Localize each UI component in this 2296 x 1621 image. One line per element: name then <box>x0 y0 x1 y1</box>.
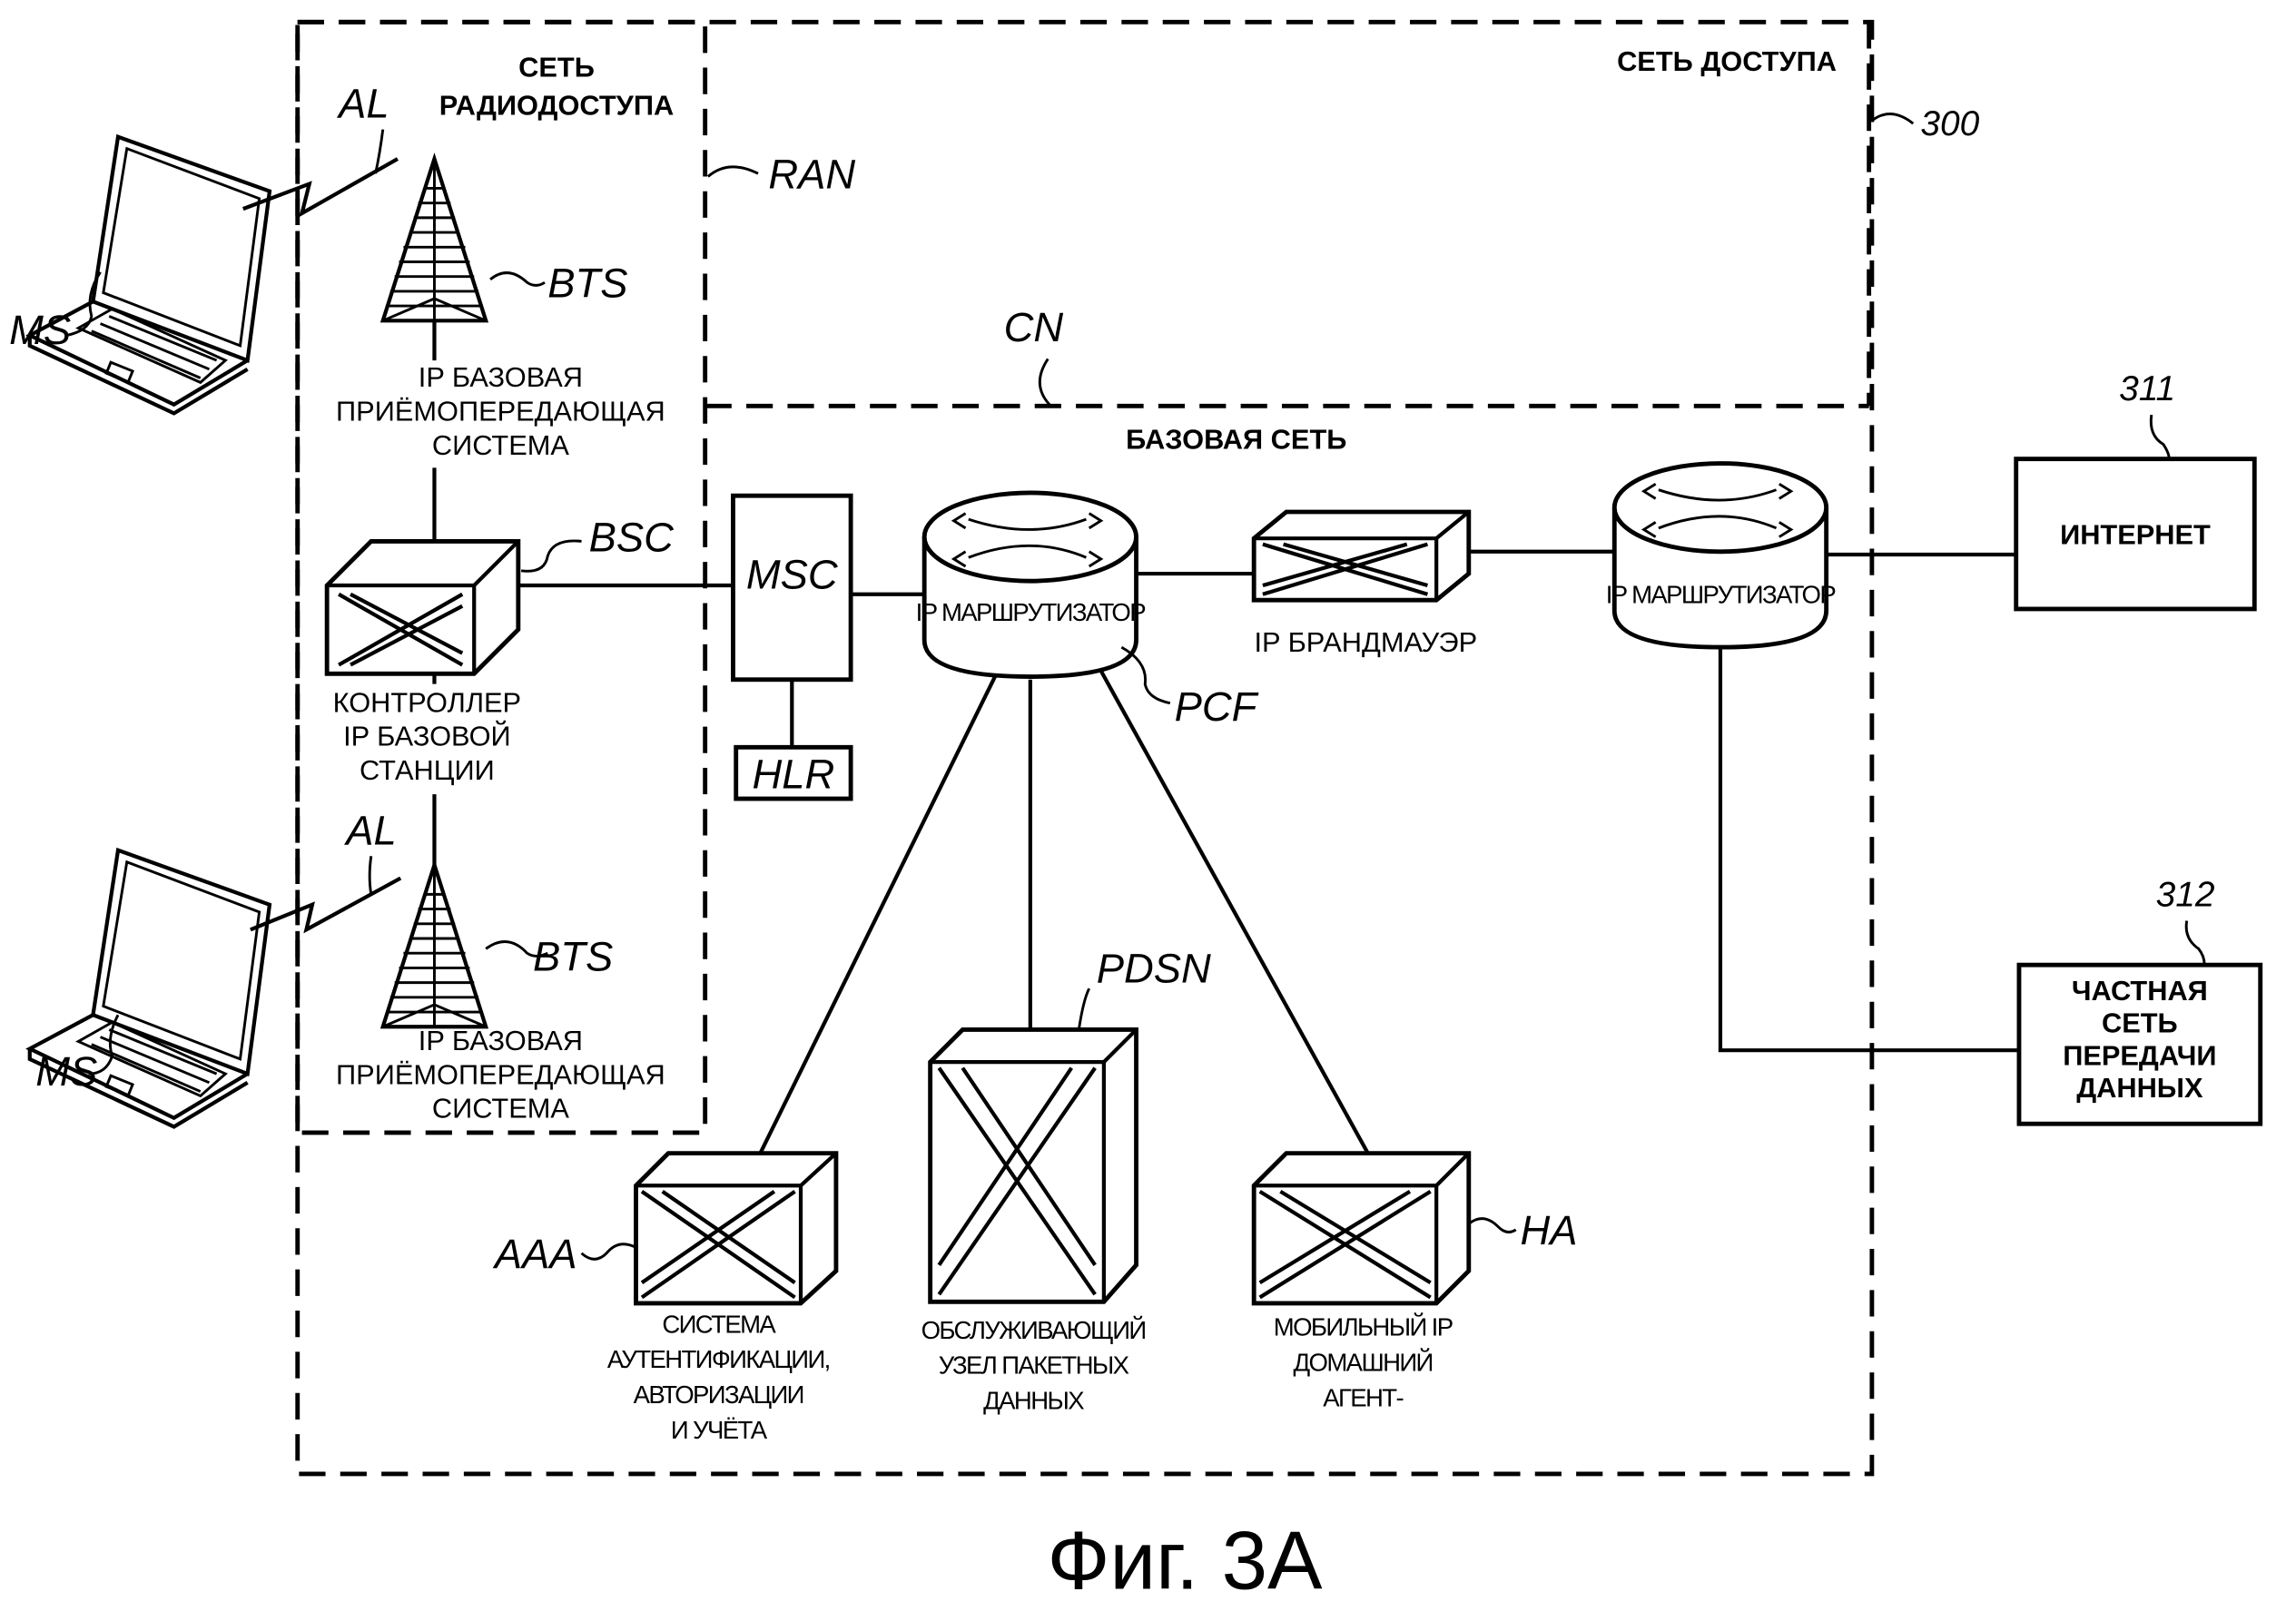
ref-bts-bottom: BTS <box>533 934 613 980</box>
svg-text:ПРИЁМОПЕРЕДАЮЩАЯ: ПРИЁМОПЕРЕДАЮЩАЯ <box>336 396 665 427</box>
aaa-caption: СИСТЕМА <box>662 1310 776 1338</box>
svg-text:ПЕРЕДАЧИ: ПЕРЕДАЧИ <box>2063 1039 2216 1071</box>
svg-text:ДАННЫХ: ДАННЫХ <box>2076 1072 2203 1104</box>
bsc-caption: КОНТРОЛЛЕР <box>333 686 521 718</box>
ha-node <box>1251 1151 1472 1306</box>
svg-text:ДАННЫХ: ДАННЫХ <box>983 1387 1084 1415</box>
svg-text:СТАНЦИИ: СТАНЦИИ <box>360 754 495 786</box>
ref-ha: HA <box>1521 1207 1578 1253</box>
ref-pdsn: PDSN <box>1097 946 1211 992</box>
ha-caption: МОБИЛЬНЫЙ IP <box>1274 1313 1453 1341</box>
core-router-label: IP МАРШРУТИЗАТОР <box>916 598 1146 626</box>
ref-ms-top: MS <box>9 307 71 353</box>
ref-aaa: AAA <box>492 1231 577 1277</box>
ref-al-top: AL <box>336 81 389 127</box>
firewall-node <box>1251 509 1472 603</box>
svg-text:АУТЕНТИФИКАЦИИ,: АУТЕНТИФИКАЦИИ, <box>607 1345 830 1373</box>
aaa-node <box>634 1151 839 1306</box>
svg-text:УЗЕЛ ПАКЕТНЫХ: УЗЕЛ ПАКЕТНЫХ <box>939 1351 1129 1380</box>
svg-text:СИСТЕМА: СИСТЕМА <box>432 429 570 461</box>
air-link-bottom <box>250 876 402 934</box>
svg-text:IP БАЗОВОЙ: IP БАЗОВОЙ <box>343 720 511 752</box>
bts-tower-icon-bottom <box>383 865 486 1027</box>
ref-al-bottom: AL <box>343 807 396 853</box>
svg-text:ПРИЁМОПЕРЕДАЮЩАЯ: ПРИЁМОПЕРЕДАЮЩАЯ <box>336 1058 665 1090</box>
hlr-node <box>734 744 853 801</box>
firewall-label: IP БРАНДМАУЭР <box>1255 626 1478 658</box>
svg-text:И УЧЁТА: И УЧЁТА <box>671 1416 768 1444</box>
ran-label-line2: РАДИОДОСТУПА <box>439 89 674 121</box>
ref-bsc: BSC <box>589 515 675 561</box>
ref-ms-bottom: MS <box>35 1048 97 1095</box>
svg-text:СИСТЕМА: СИСТЕМА <box>432 1093 570 1125</box>
bts-top-caption: IP БАЗОВАЯ <box>419 361 583 393</box>
access-network-label: СЕТЬ ДОСТУПА <box>1617 45 1837 77</box>
ref-300: 300 <box>1920 104 1979 143</box>
pdsn-node <box>928 1027 1138 1304</box>
ref-312: 312 <box>2156 875 2215 914</box>
air-link-top <box>242 157 399 218</box>
ref-bts-top: BTS <box>547 260 627 306</box>
private-network-label: ЧАСТНАЯ <box>2072 975 2208 1007</box>
ref-ran: RAN <box>768 151 855 197</box>
bts-tower-icon-top <box>383 159 486 320</box>
bts-bottom-caption: IP БАЗОВАЯ <box>419 1025 583 1056</box>
svg-text:СЕТЬ: СЕТЬ <box>2102 1007 2178 1039</box>
ran-label-line1: СЕТЬ <box>518 51 595 83</box>
ref-cn: CN <box>1004 304 1064 350</box>
hlr-label: HLR <box>753 752 835 798</box>
private-network-node <box>2016 962 2263 1126</box>
laptop-icon <box>30 137 270 414</box>
bsc-node <box>327 541 518 673</box>
edge-router-label: IP МАРШРУТИЗАТОР <box>1606 580 1836 608</box>
ref-311: 311 <box>2119 369 2175 408</box>
svg-text:ДОМАШНИЙ: ДОМАШНИЙ <box>1294 1348 1433 1376</box>
pdsn-caption: ОБСЛУЖИВАЮЩИЙ <box>921 1316 1146 1344</box>
core-router-node <box>924 493 1136 677</box>
edge-router-node <box>1614 464 1826 648</box>
internet-label: ИНТЕРНЕТ <box>2060 519 2211 551</box>
svg-text:АВТОРИЗАЦИИ: АВТОРИЗАЦИИ <box>634 1380 803 1409</box>
svg-text:АГЕНТ-: АГЕНТ- <box>1323 1383 1403 1411</box>
msc-label: MSC <box>746 551 838 597</box>
internet-node <box>2014 457 2257 612</box>
ran-boundary <box>295 19 708 1135</box>
ref-pcf: PCF <box>1175 683 1259 730</box>
figure-caption: Фиг. 3А <box>1047 1515 1323 1606</box>
core-network-label: БАЗОВАЯ СЕТЬ <box>1126 423 1346 455</box>
msc-node <box>731 493 853 683</box>
